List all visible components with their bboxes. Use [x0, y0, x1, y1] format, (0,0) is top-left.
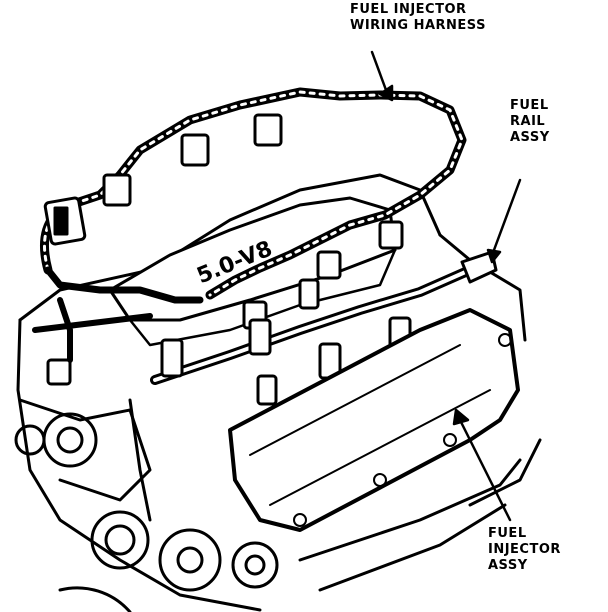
- callout-leaders: [370, 50, 522, 522]
- callout-fuel-rail-line-1: FUEL: [510, 98, 549, 113]
- callout-wiring-harness: FUEL INJECTOR WIRING HARNESS: [350, 2, 486, 34]
- left-bank: [14, 398, 152, 522]
- callout-fuel-injector-line-2: INJECTOR: [488, 542, 561, 557]
- front-pulleys: [58, 510, 279, 612]
- callout-fuel-injector-line-3: ASSY: [488, 558, 528, 573]
- fuel-injectors: [160, 278, 412, 406]
- harness-connectors: [43, 113, 404, 386]
- callout-fuel-injector: FUEL INJECTOR ASSY: [488, 526, 561, 574]
- lower-block: [298, 438, 542, 592]
- callout-fuel-rail-line-3: ASSY: [510, 130, 550, 145]
- callout-fuel-rail-line-2: RAIL: [510, 114, 546, 129]
- valve-cover: [228, 308, 520, 532]
- wiring-harness: [40, 87, 467, 363]
- callout-fuel-injector-line-1: FUEL: [488, 526, 527, 541]
- callout-wiring-harness-line-2: WIRING HARNESS: [350, 18, 486, 33]
- callout-fuel-rail: FUEL RAIL ASSY: [510, 98, 550, 146]
- callout-wiring-harness-line-1: FUEL INJECTOR: [350, 2, 467, 17]
- fuel-rail: [32, 250, 498, 385]
